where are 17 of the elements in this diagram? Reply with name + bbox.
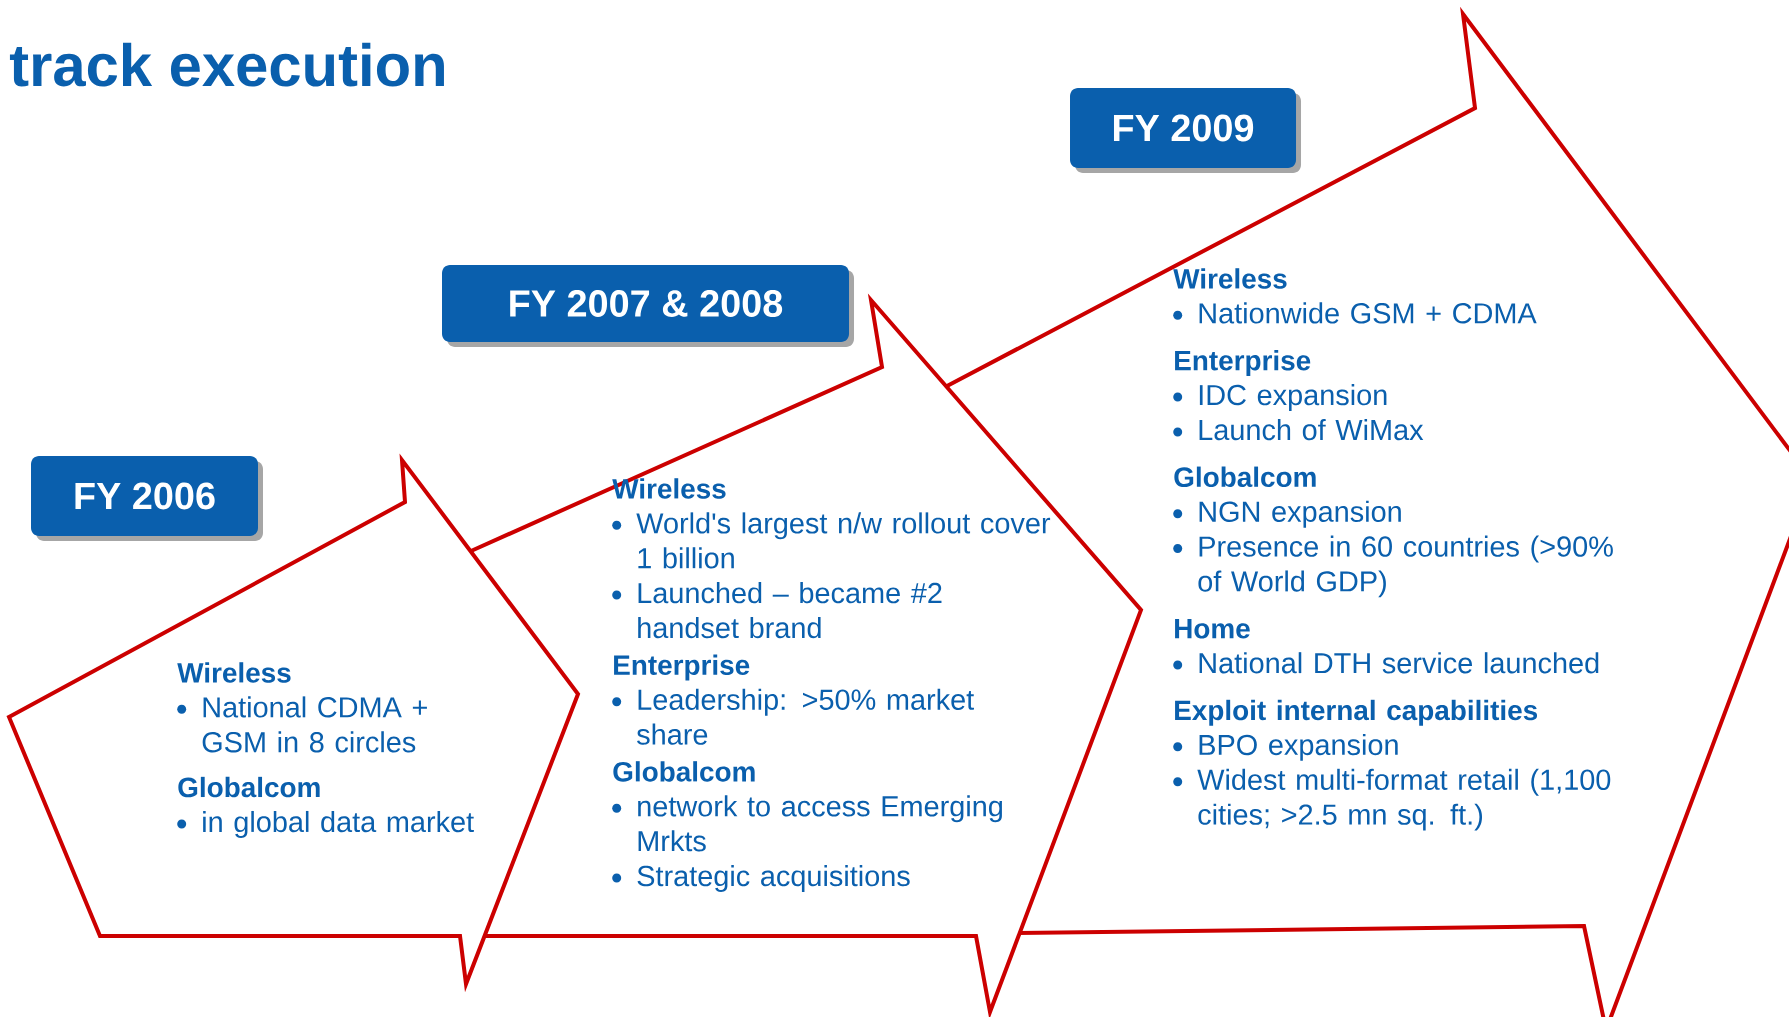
node-label: Exploit internal capabilities <box>1175 699 1538 726</box>
node-label: Home <box>1175 619 1250 639</box>
node-label: NGN expansion <box>1199 500 1401 528</box>
title: track execution <box>9 42 444 87</box>
node-label: Enterprise <box>1175 349 1311 376</box>
year-badge: FY 2007 & 2008 <box>442 265 854 347</box>
node-label: Presence in 60 countries (>90% of World GDP) <box>1198 535 1613 598</box>
node-label: IDC expansion <box>1199 384 1387 412</box>
node-label: National DTH service launched <box>1199 652 1599 674</box>
year-badge: FY 2006 <box>31 456 263 541</box>
node-label: BPO expansion <box>1199 733 1398 761</box>
node-label: Globalcom <box>1174 466 1316 488</box>
node-label: Widest multi-format retail (1,100 cities; >2.5 mn sq. ft.) <box>1197 768 1611 831</box>
node-label: Wireless <box>1173 268 1287 289</box>
node-label: Nationwide GSM + CDMA <box>1199 302 1537 324</box>
year-badge: FY 2009 <box>1070 88 1301 173</box>
node-label: Launch of WiMax <box>1199 418 1424 441</box>
